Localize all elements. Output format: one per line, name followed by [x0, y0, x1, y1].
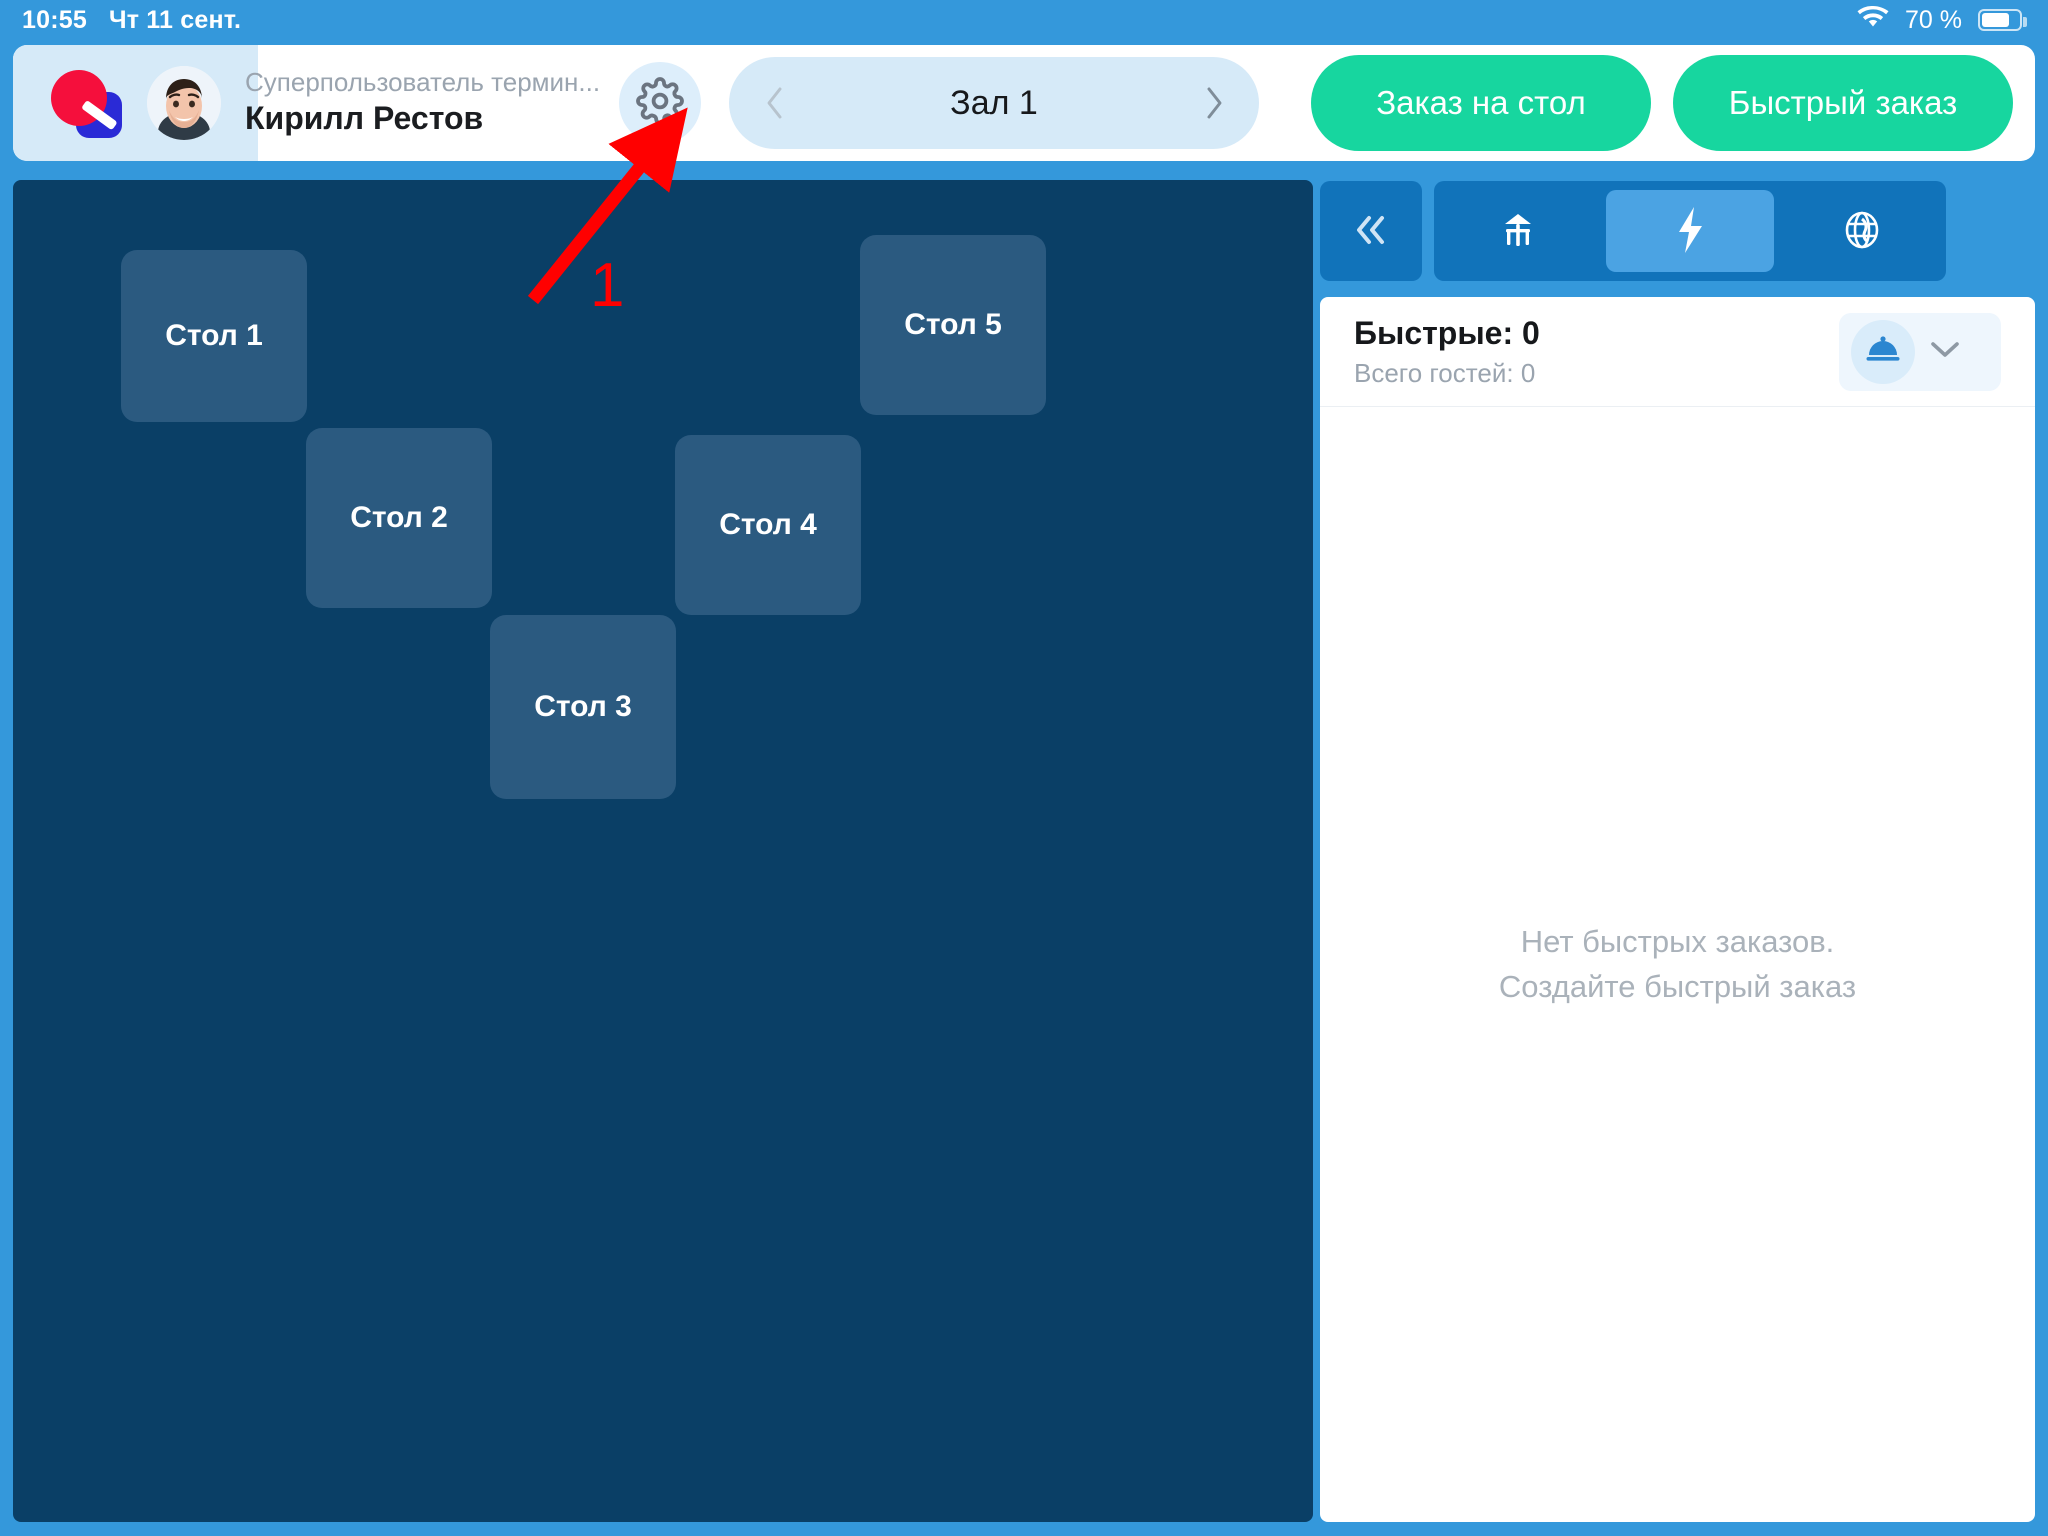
- collapse-panel-button[interactable]: [1320, 181, 1422, 281]
- floor-table-label: Стол 2: [350, 501, 448, 534]
- gear-icon: [636, 76, 684, 130]
- user-info: Суперпользователь термин... Кирилл Ресто…: [245, 66, 615, 140]
- service-bell-icon: [1863, 332, 1903, 371]
- floor-plan[interactable]: Стол 1 Стол 2 Стол 3 Стол 4 Стол 5: [13, 180, 1313, 1522]
- hall-selector[interactable]: Зал 1: [729, 57, 1259, 149]
- tables-icon: [1495, 207, 1541, 256]
- lightning-bolt-icon: [1669, 205, 1711, 258]
- floor-table-label: Стол 5: [904, 308, 1002, 341]
- quick-orders-view-tab[interactable]: [1606, 190, 1774, 272]
- floor-table[interactable]: Стол 4: [675, 435, 861, 615]
- globe-icon: [1839, 207, 1885, 256]
- user-role: Суперпользователь термин...: [245, 66, 601, 97]
- header-left-background: [13, 45, 258, 161]
- floor-table[interactable]: Стол 1: [121, 250, 307, 422]
- settings-button[interactable]: [619, 62, 701, 144]
- floor-table[interactable]: Стол 2: [306, 428, 492, 608]
- empty-state-line-2: Создайте быстрый заказ: [1498, 968, 1857, 1004]
- floor-table[interactable]: Стол 5: [860, 235, 1046, 415]
- floor-table-label: Стол 1: [165, 319, 263, 352]
- chevron-down-icon[interactable]: [1925, 336, 1965, 367]
- floor-table-label: Стол 4: [719, 508, 817, 541]
- hall-name: Зал 1: [950, 83, 1038, 122]
- quick-order-button[interactable]: Быстрый заказ: [1673, 55, 2013, 151]
- table-order-button[interactable]: Заказ на стол: [1311, 55, 1651, 151]
- quick-orders-panel: Быстрые: 0 Всего гостей: 0: [1320, 297, 2035, 1522]
- status-bar-right: 70 %: [1857, 5, 2027, 35]
- user-name: Кирилл Рестов: [245, 100, 484, 137]
- empty-state-line-1: Нет быстрых заказов.: [1520, 923, 1835, 959]
- status-bar-left: 10:55 Чт 11 сент.: [22, 6, 241, 35]
- wifi-icon: [1857, 5, 1889, 35]
- total-guests: Всего гостей: 0: [1354, 357, 1536, 388]
- annotation-step-number: 1: [590, 251, 625, 320]
- double-chevron-left-icon: [1349, 210, 1393, 253]
- app-header: Суперпользователь термин... Кирилл Ресто…: [13, 45, 2035, 161]
- panel-view-tabs: [1434, 181, 1946, 281]
- app-logo-icon: [51, 68, 122, 138]
- floor-table[interactable]: Стол 3: [490, 615, 676, 799]
- header-actions: Заказ на стол Быстрый заказ: [1311, 55, 2013, 151]
- floor-table-label: Стол 3: [534, 690, 632, 723]
- user-avatar[interactable]: [147, 66, 221, 140]
- service-bell-button[interactable]: [1851, 319, 1915, 384]
- delivery-view-tab[interactable]: [1778, 181, 1946, 281]
- battery-percent: 70 %: [1905, 5, 1962, 34]
- quick-orders-titles: Быстрые: 0 Всего гостей: 0: [1354, 315, 1540, 389]
- quick-orders-header: Быстрые: 0 Всего гостей: 0: [1320, 297, 2035, 407]
- status-bar: 10:55 Чт 11 сент. 70 %: [0, 0, 2048, 40]
- status-time: 10:55: [22, 5, 87, 34]
- serve-actions[interactable]: [1839, 312, 2001, 391]
- status-date: Чт 11 сент.: [108, 5, 242, 34]
- tables-view-tab[interactable]: [1434, 181, 1602, 281]
- battery-icon: [1978, 9, 2027, 31]
- empty-state: Нет быстрых заказов. Создайте быстрый за…: [1499, 920, 1856, 1010]
- hall-prev-button[interactable]: [763, 84, 785, 122]
- right-toolbar: [1320, 181, 1946, 281]
- quick-orders-body: Нет быстрых заказов. Создайте быстрый за…: [1320, 407, 2035, 1522]
- quick-orders-count: Быстрые: 0: [1354, 314, 1540, 351]
- hall-next-button[interactable]: [1203, 84, 1225, 122]
